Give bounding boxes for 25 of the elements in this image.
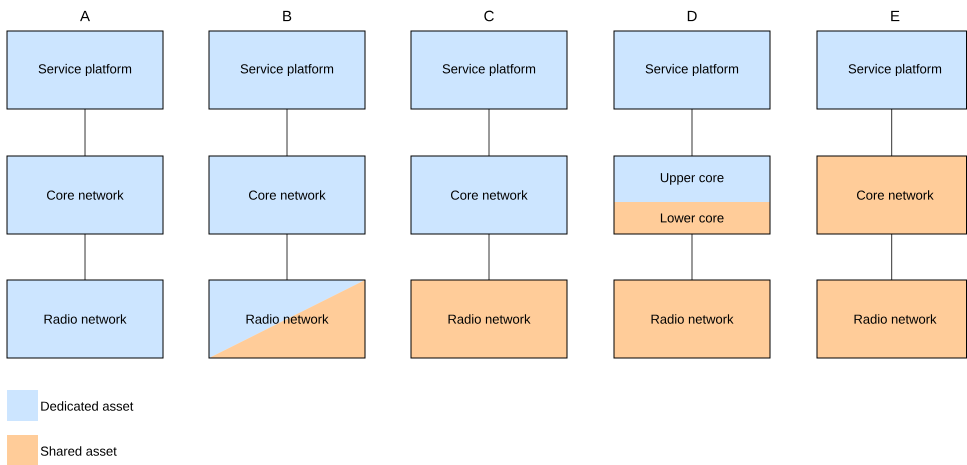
network-box: Service platform xyxy=(816,30,967,110)
network-box: Upper core Lower core xyxy=(614,156,770,234)
network-box: Service platform xyxy=(208,30,366,110)
network-box: Service platform xyxy=(410,30,568,110)
network-box: Service platform xyxy=(6,30,164,110)
network-box: Radio network xyxy=(614,280,770,358)
connector-line xyxy=(84,234,86,280)
network-box: Service platform xyxy=(614,30,770,110)
network-box: Core network xyxy=(6,156,164,234)
connector-line xyxy=(84,108,86,156)
network-box: Core network xyxy=(208,156,366,234)
connector-line xyxy=(891,234,892,280)
connector-line xyxy=(286,108,288,156)
connector-line xyxy=(286,234,288,280)
legend-label: Dedicated asset xyxy=(41,401,134,411)
legend-label: Shared asset xyxy=(40,446,117,456)
network-box: Radio network xyxy=(816,280,967,358)
connector-line xyxy=(488,108,490,156)
network-box: Radio network xyxy=(410,280,568,358)
connector-line xyxy=(891,108,892,156)
connector-line xyxy=(488,234,490,280)
network-box: Core network xyxy=(816,156,967,234)
network-box: Core network xyxy=(410,156,568,234)
network-box: Radio network xyxy=(208,280,366,358)
network-box: Radio network xyxy=(6,280,164,358)
